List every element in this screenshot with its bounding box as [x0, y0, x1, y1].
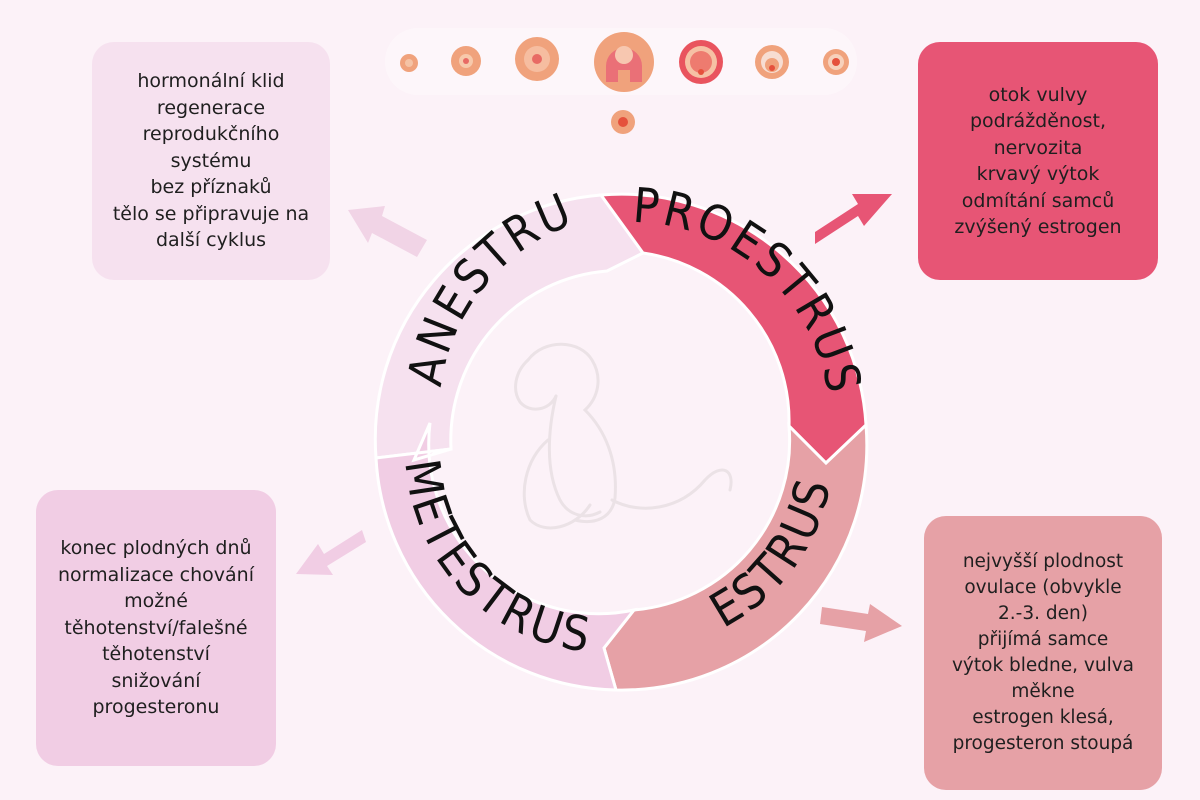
proestrus-info-box: otok vulvy podrážděnost, nervozita krvav…: [918, 42, 1158, 280]
estrus-line: estrogen klesá,: [972, 707, 1114, 728]
anestrus-line: systému: [170, 149, 252, 172]
cycle-ring: [373, 192, 869, 692]
estrus-line: nejvyšší plodnost: [962, 551, 1124, 572]
estrus-line: 2.-3. den): [998, 603, 1088, 624]
follicle-stage-2-icon: [451, 46, 481, 76]
anestrus-info-box: hormonální klid regenerace reprodukčního…: [92, 42, 330, 280]
estrus-line: měkne: [1011, 681, 1075, 702]
follicle-stage-7-icon: [823, 49, 849, 75]
metestrus-line: normalizace chování: [58, 563, 254, 586]
anestrus-line: tělo se připravuje na: [112, 202, 310, 225]
proestrus-line: odmítání samců: [961, 189, 1115, 212]
proestrus-line: otok vulvy: [988, 83, 1088, 106]
proestrus-line: krvavý výtok: [976, 163, 1100, 185]
anestrus-line: další cyklus: [155, 229, 267, 252]
follicle-stage-4-icon: [594, 32, 654, 92]
metestrus-line: konec plodných dnů: [60, 537, 252, 560]
metestrus-segment: [374, 422, 638, 692]
arrow-to-metestrus-icon: [296, 530, 366, 575]
arrow-to-anestrus-icon: [348, 206, 427, 257]
estrus-line: progesteron stoupá: [952, 733, 1134, 754]
proestrus-line: zvýšený estrogen: [954, 216, 1122, 238]
estrus-segment: [602, 421, 869, 692]
metestrus-label: METESTRUS: [393, 456, 596, 664]
estrus-line: přijímá samce: [977, 629, 1109, 650]
arrow-to-estrus-icon: [820, 604, 902, 642]
proestrus-segment: [598, 192, 868, 466]
anestrus-line: reprodukčního: [142, 123, 280, 146]
anestrus-line: bez příznaků: [150, 176, 272, 199]
corpus-luteum-icon: [679, 40, 723, 84]
metestrus-line: těhotenství: [102, 643, 210, 666]
follicle-stage-6-icon: [755, 45, 789, 79]
dog-outline-icon: [514, 342, 733, 530]
follicle-strip: [385, 28, 857, 134]
estrus-info-box: nejvyšší plodnost ovulace (obvykle 2.-3.…: [924, 516, 1162, 790]
metestrus-line: snižování: [111, 669, 201, 692]
metestrus-info-box: konec plodných dnů normalizace chování m…: [36, 490, 276, 766]
anestrus-line: hormonální klid: [137, 70, 285, 93]
metestrus-line: možné: [124, 590, 188, 613]
anestrus-line: regenerace: [156, 96, 266, 119]
follicle-stage-3-icon: [515, 37, 559, 81]
metestrus-line: těhotenství/falešné: [64, 616, 248, 639]
estrus-line: výtok bledne, vulva: [951, 655, 1135, 676]
oocyte-icon: [611, 110, 635, 134]
metestrus-line: progesteronu: [92, 696, 220, 719]
follicle-stage-1-icon: [400, 54, 418, 72]
proestrus-line: podrážděnost,: [970, 110, 1106, 132]
estrus-line: ovulace (obvykle: [964, 577, 1122, 598]
proestrus-line: nervozita: [993, 136, 1083, 159]
arrow-to-proestrus-icon: [815, 194, 892, 244]
